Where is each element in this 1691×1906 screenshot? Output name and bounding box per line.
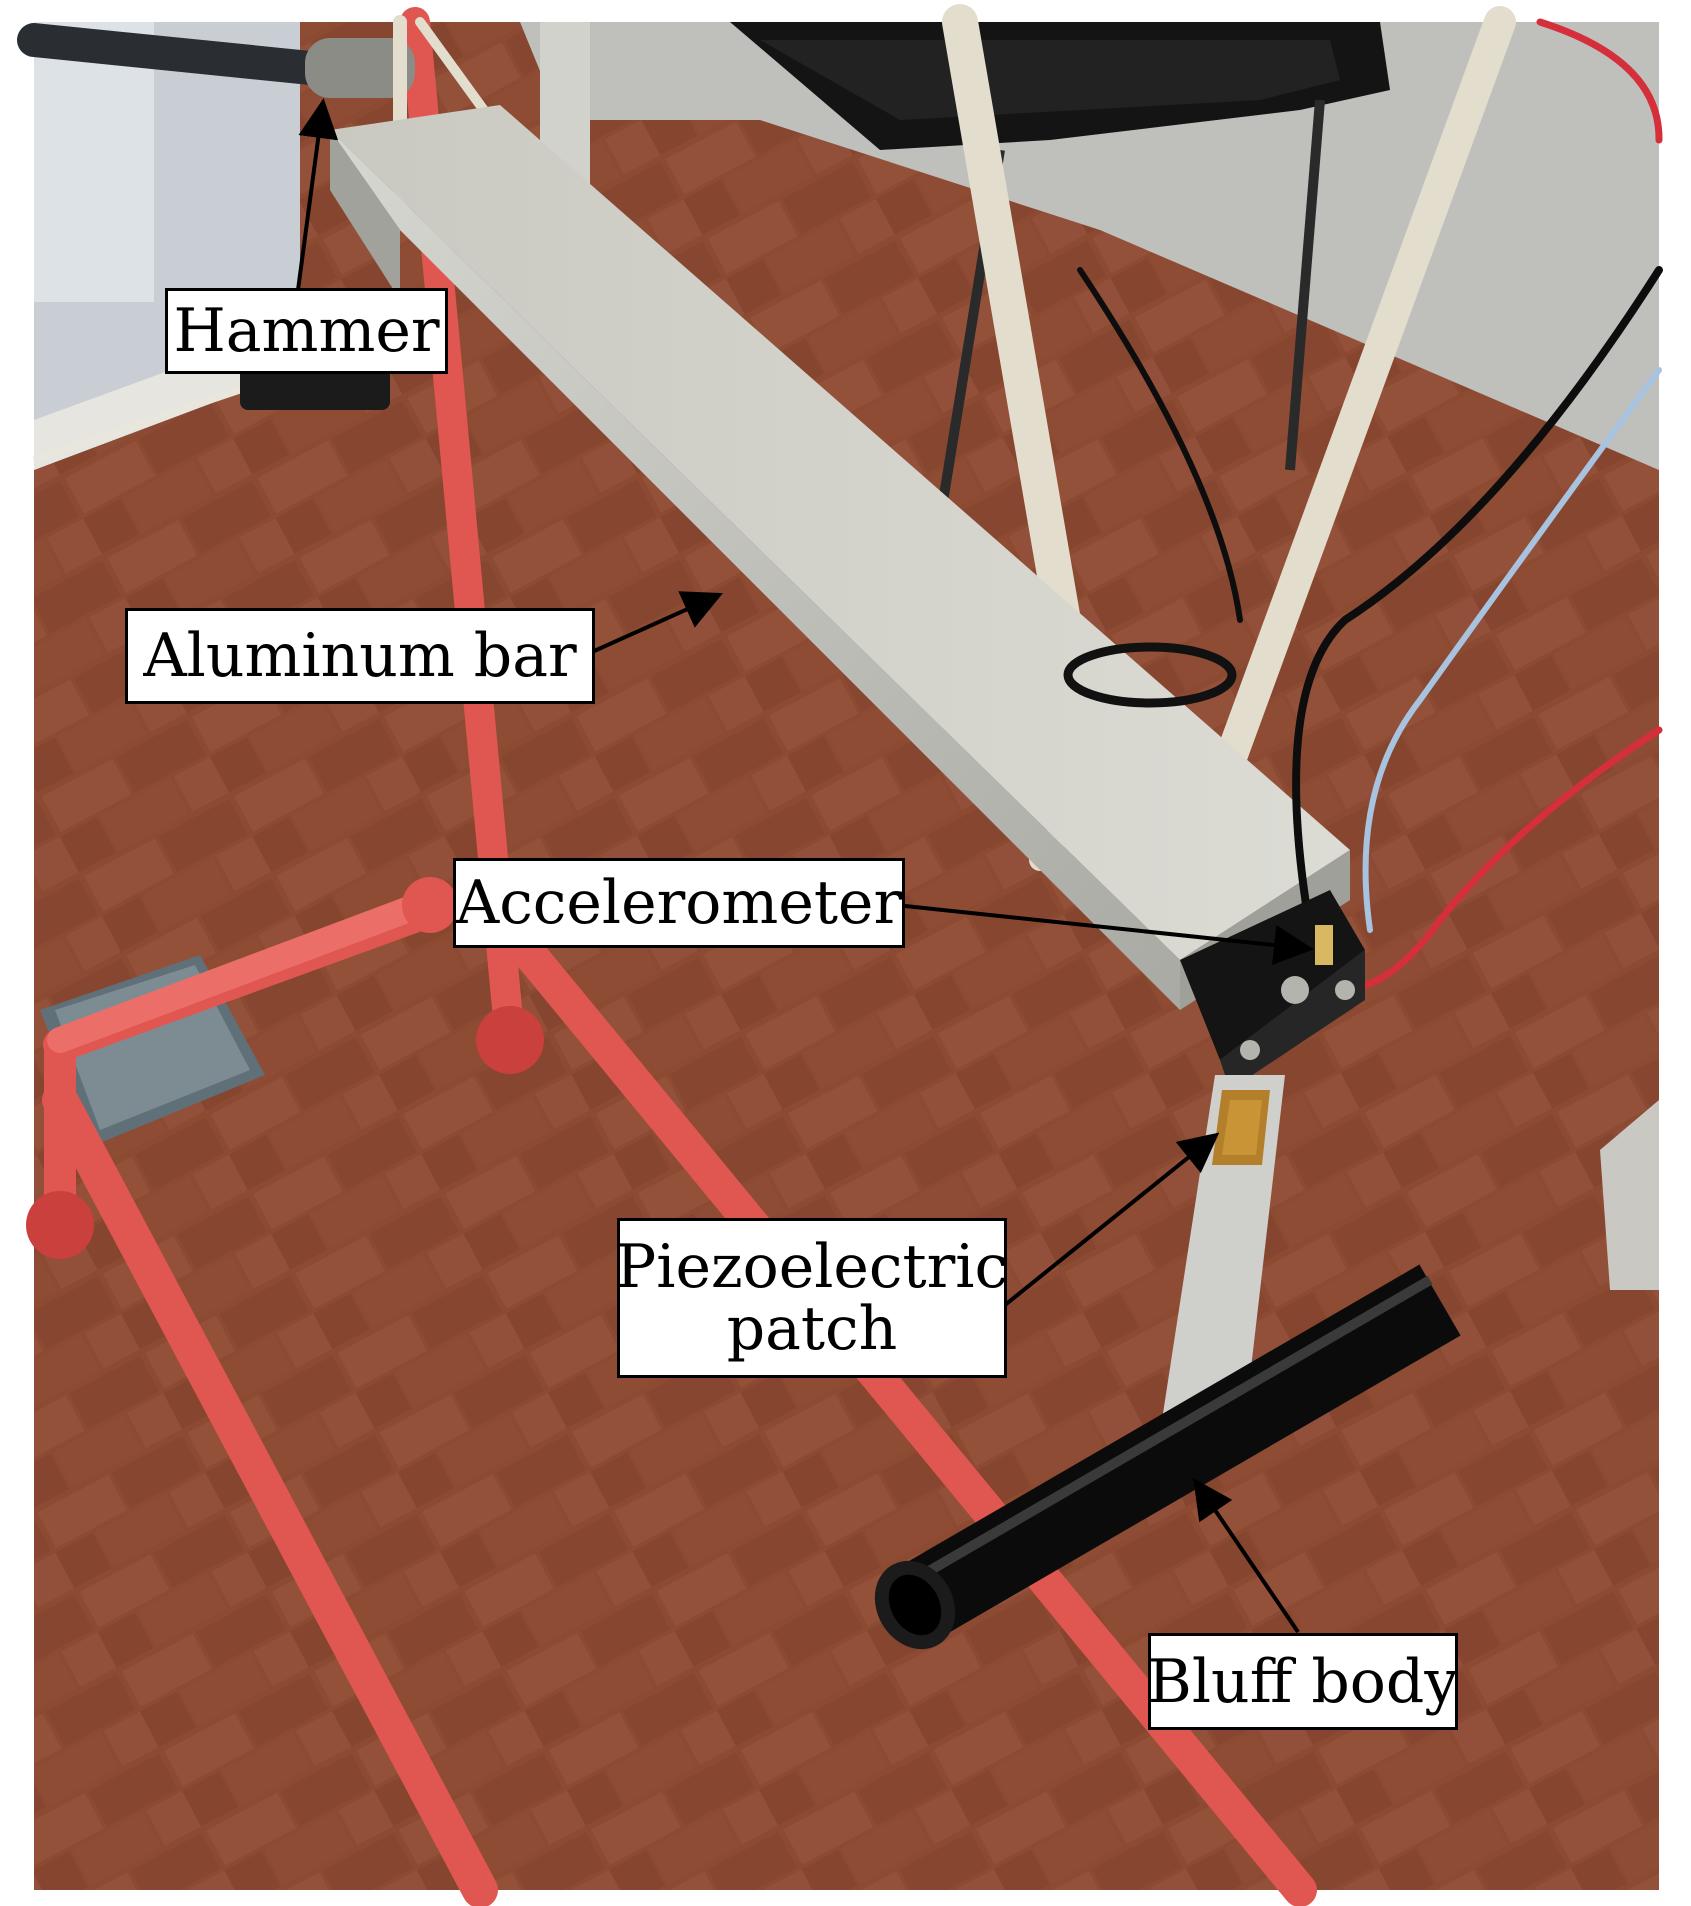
hammer-tool [17, 23, 415, 98]
accelerometer-label: Accelerometer [453, 858, 905, 948]
piezo-label-line1: Piezoelectric [615, 1232, 1009, 1302]
aluminum-bar-label-text: Aluminum bar [143, 621, 577, 691]
bluff-body-label-text: Bluff body [1147, 1646, 1459, 1717]
bluff-body-label: Bluff body [1148, 1633, 1458, 1730]
bluff-body-object [874, 1264, 1461, 1650]
hammer-label: Hammer [165, 288, 448, 374]
piezo-beam [1162, 1075, 1285, 1420]
wires [1077, 18, 1663, 994]
piezo-label-line2: patch [726, 1294, 898, 1364]
aluminum-bar-label: Aluminum bar [125, 608, 595, 704]
accelerometer-block [1180, 890, 1365, 1090]
hammer-label-text: Hammer [173, 296, 440, 366]
accelerometer-label-text: Accelerometer [455, 868, 903, 938]
piezoelectric-patch-label: Piezoelectric patch [615, 1218, 1009, 1378]
